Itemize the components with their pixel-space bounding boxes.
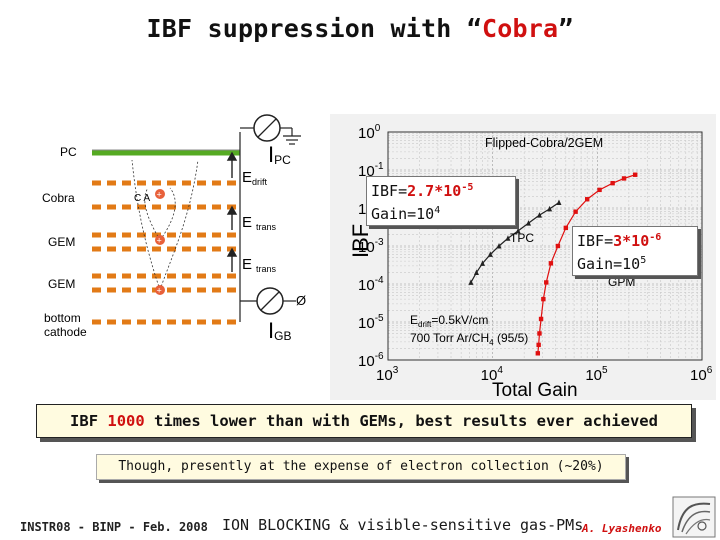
callout-right-ibf: IBF=3*10-6 [577,232,662,250]
footer-topic: ION BLOCKING & visible-sensitive gas-PMs [222,516,584,534]
data-point-gpm [632,172,638,177]
y-axis-label: IBF [348,224,373,258]
data-point-gpm [555,243,561,249]
footer-conference: INSTR08 - BINP - Feb. 2008 [20,520,208,534]
series-label-tpc: TPC [510,231,534,245]
callout-right: IBF=3*10-6 Gain=105 [572,226,698,276]
cathode-label: cathode [44,325,87,339]
data-point-gpm [536,342,541,348]
series-label-gpm: GPM [608,275,635,289]
cobra-label: Cobra [42,191,75,205]
callout-left: IBF=2.7*10-5 Gain=104 [366,176,516,226]
x-axis-label: Total Gain [492,380,578,400]
data-point-tpc [487,251,493,257]
slide-title: IBF suppression with “Cobra” [146,14,574,43]
data-point-tpc [547,205,553,212]
field-arrows [226,151,238,272]
ca-label: C A [134,193,150,204]
phi-label: Ø [296,293,306,308]
gas-annotation: 700 Torr Ar/CH4 (95/5) [410,331,528,347]
svg-text:+: + [157,286,162,296]
data-point-tpc [556,199,562,205]
data-point-tpc [480,260,486,266]
data-point-gpm [584,197,590,202]
data-point-gpm [597,187,602,193]
data-point-gpm [563,225,569,231]
y-tick-label: 10-3 [358,237,384,256]
data-point-gpm [535,351,541,356]
result-banner: IBF 1000 times lower than with GEMs, bes… [36,404,692,438]
x-tick-label: 104 [481,365,504,384]
x-tick-label: 105 [585,365,608,384]
data-point-tpc [496,243,502,249]
data-point-gpm [610,180,615,186]
chart-series [468,172,638,356]
y-tick-label: 100 [358,123,381,142]
data-point-gpm [544,280,549,285]
y-tick-label: 10-5 [358,313,384,332]
chart-grid [387,132,702,361]
data-point-gpm [537,331,542,336]
gem1-label: GEM [48,235,75,249]
title-highlight: Cobra [482,14,559,43]
x-tick-label: 106 [690,365,713,384]
data-point-gpm [573,209,578,214]
callout-right-gain: Gain=105 [577,255,647,273]
data-point-gpm [538,316,544,322]
ion-markers: + + + [155,189,165,296]
data-point-tpc [536,212,542,218]
weizmann-logo [672,496,716,538]
caveat-note: Though, presently at the expense of elec… [96,454,626,480]
gem2-label: GEM [48,277,75,291]
i-gb-label: IGB [268,318,291,343]
i-pc-label: IPC [268,142,291,167]
data-point-gpm [621,176,627,181]
data-point-gpm [548,261,554,266]
y-tick-label: 10-4 [358,275,384,294]
electrode-dashes [92,180,240,325]
data-point-tpc [526,220,532,226]
data-point-gpm [541,296,546,302]
pc-label: PC [60,145,77,159]
data-point-tpc [515,227,521,234]
data-point-tpc [468,279,474,285]
x-tick-label: 103 [376,365,399,384]
chart-title: Flipped-Cobra/2GEM [485,136,603,150]
y-tick-label: 10-1 [358,161,384,180]
callout-left-gain: Gain=104 [371,205,441,223]
bottom-label: bottom [44,311,81,325]
detector-diagram: PC Cobra GEM GEM bottom cathode C A + + … [42,114,306,343]
e-drift-label: Edrift [242,169,268,187]
y-tick-label: 10-6 [358,351,384,370]
svg-text:+: + [157,190,162,200]
data-point-tpc [505,235,511,241]
svg-text:+: + [157,236,162,246]
plot-frame [387,131,703,361]
callout-left-ibf: IBF=2.7*10-5 [371,182,474,200]
ground-icon [283,128,301,145]
data-point-tpc [473,269,479,276]
ion-trajectories [131,159,199,291]
footer-author: A. Lyashenko [582,522,662,535]
conditions-annotation: Edrift=0.5kV/cm [410,313,488,329]
